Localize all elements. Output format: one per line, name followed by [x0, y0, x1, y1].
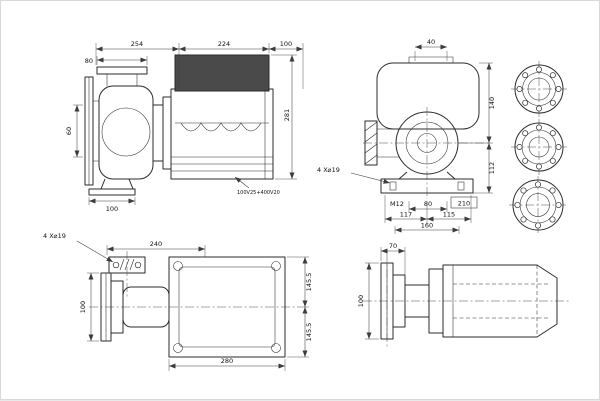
- dim-label: 117: [400, 211, 412, 219]
- dim-label: 80: [424, 200, 432, 208]
- dim-front-140: 140: [458, 62, 496, 144]
- dim-side-60: 60: [65, 104, 83, 158]
- front-holes-callout: 4 X⌀19: [317, 166, 391, 184]
- dim-label: 112: [488, 162, 496, 174]
- shaft-motor-block: [442, 264, 558, 338]
- side-pump-body: [84, 66, 172, 196]
- dim-label: 254: [131, 40, 143, 48]
- motor-body: [170, 88, 274, 180]
- dim-front-112: 112: [473, 143, 496, 194]
- dim-side-100-top: 100: [269, 40, 304, 89]
- dim-label: 100: [357, 295, 365, 307]
- dim-front-117-115: 117 115: [384, 195, 472, 223]
- dim-label: 115: [443, 211, 455, 219]
- dim-plan-240: 240: [106, 240, 206, 257]
- base-slot: [389, 181, 397, 191]
- side-motor: [170, 54, 274, 180]
- corner-screw: [173, 343, 183, 353]
- dim-front-160: 160: [394, 222, 460, 234]
- dim-plan-145-bottom: 145.5: [287, 307, 313, 358]
- dim-label: 145.5: [305, 273, 313, 292]
- flange-detail-bottom: [509, 176, 567, 234]
- dim-label: 145.5: [305, 323, 313, 342]
- dim-plan-280: 280: [168, 357, 286, 371]
- terminal-box: [174, 54, 270, 92]
- plan-holes-callout: 4 X⌀19: [43, 232, 114, 263]
- base-slot: [457, 181, 465, 191]
- dim-side-254: 254: [95, 40, 180, 87]
- discharge-flange: [96, 66, 148, 75]
- dim-label: 280: [221, 357, 233, 365]
- plan-view: 4 X⌀19 240 100 280 145.5 145.5: [43, 232, 313, 371]
- dim-side-281: 281: [271, 54, 297, 180]
- front-motor: [376, 56, 480, 130]
- cable-gland-callout: 100V25+400V20: [234, 176, 280, 196]
- dim-label: 100: [280, 40, 292, 48]
- dim-label: 140: [488, 97, 496, 109]
- front-view: 4 X⌀19 40 140 112 M12 80 210: [317, 38, 496, 234]
- side-view: 254 224 100 80 60 100: [65, 40, 304, 213]
- volute: [98, 85, 154, 180]
- dim-front-40: 40: [414, 38, 448, 61]
- dim-front-m12-80: M12 80: [390, 200, 448, 212]
- dim-label: 224: [218, 40, 230, 48]
- motor-fins: [180, 122, 262, 132]
- dim-side-100-foot: 100: [88, 197, 136, 213]
- thread-label: M12: [390, 200, 404, 208]
- dim-shaft-100: 100: [357, 262, 379, 340]
- corner-screw: [271, 343, 281, 353]
- corner-screw: [173, 261, 183, 271]
- dim-label: 210: [458, 200, 470, 208]
- front-suction-flange: [364, 120, 399, 166]
- corner-screw: [271, 261, 281, 271]
- dim-label: 100: [106, 205, 118, 213]
- dim-front-210: 210: [450, 196, 478, 209]
- dim-side-80: 80: [85, 56, 148, 65]
- pump-foot: [88, 188, 136, 196]
- flange-detail-middle: [511, 119, 567, 175]
- dim-label: 70: [389, 242, 397, 250]
- dim-label: 160: [421, 222, 433, 230]
- front-base: [380, 171, 474, 194]
- holes-callout-label: 4 X⌀19: [43, 232, 66, 240]
- dim-side-224: 224: [179, 40, 270, 53]
- cable-gland-label: 100V25+400V20: [237, 190, 280, 196]
- plan-pump: [100, 251, 170, 342]
- dim-label: 80: [85, 57, 93, 65]
- dim-label: 100: [79, 301, 87, 313]
- flange-detail-top: [511, 61, 567, 117]
- dim-shaft-70: 70: [380, 242, 406, 283]
- shaft-steps: [392, 268, 444, 334]
- front-volute: [363, 107, 491, 199]
- dim-plan-100: 100: [79, 272, 99, 342]
- dim-label: 60: [65, 127, 73, 135]
- dim-label: 240: [150, 240, 162, 248]
- shaft-view: 70 100: [357, 242, 569, 349]
- holes-callout-label: 4 X⌀19: [317, 166, 340, 174]
- dim-plan-145-top: 145.5: [287, 256, 313, 308]
- dim-label: 40: [427, 38, 435, 46]
- dim-label: 281: [283, 109, 291, 121]
